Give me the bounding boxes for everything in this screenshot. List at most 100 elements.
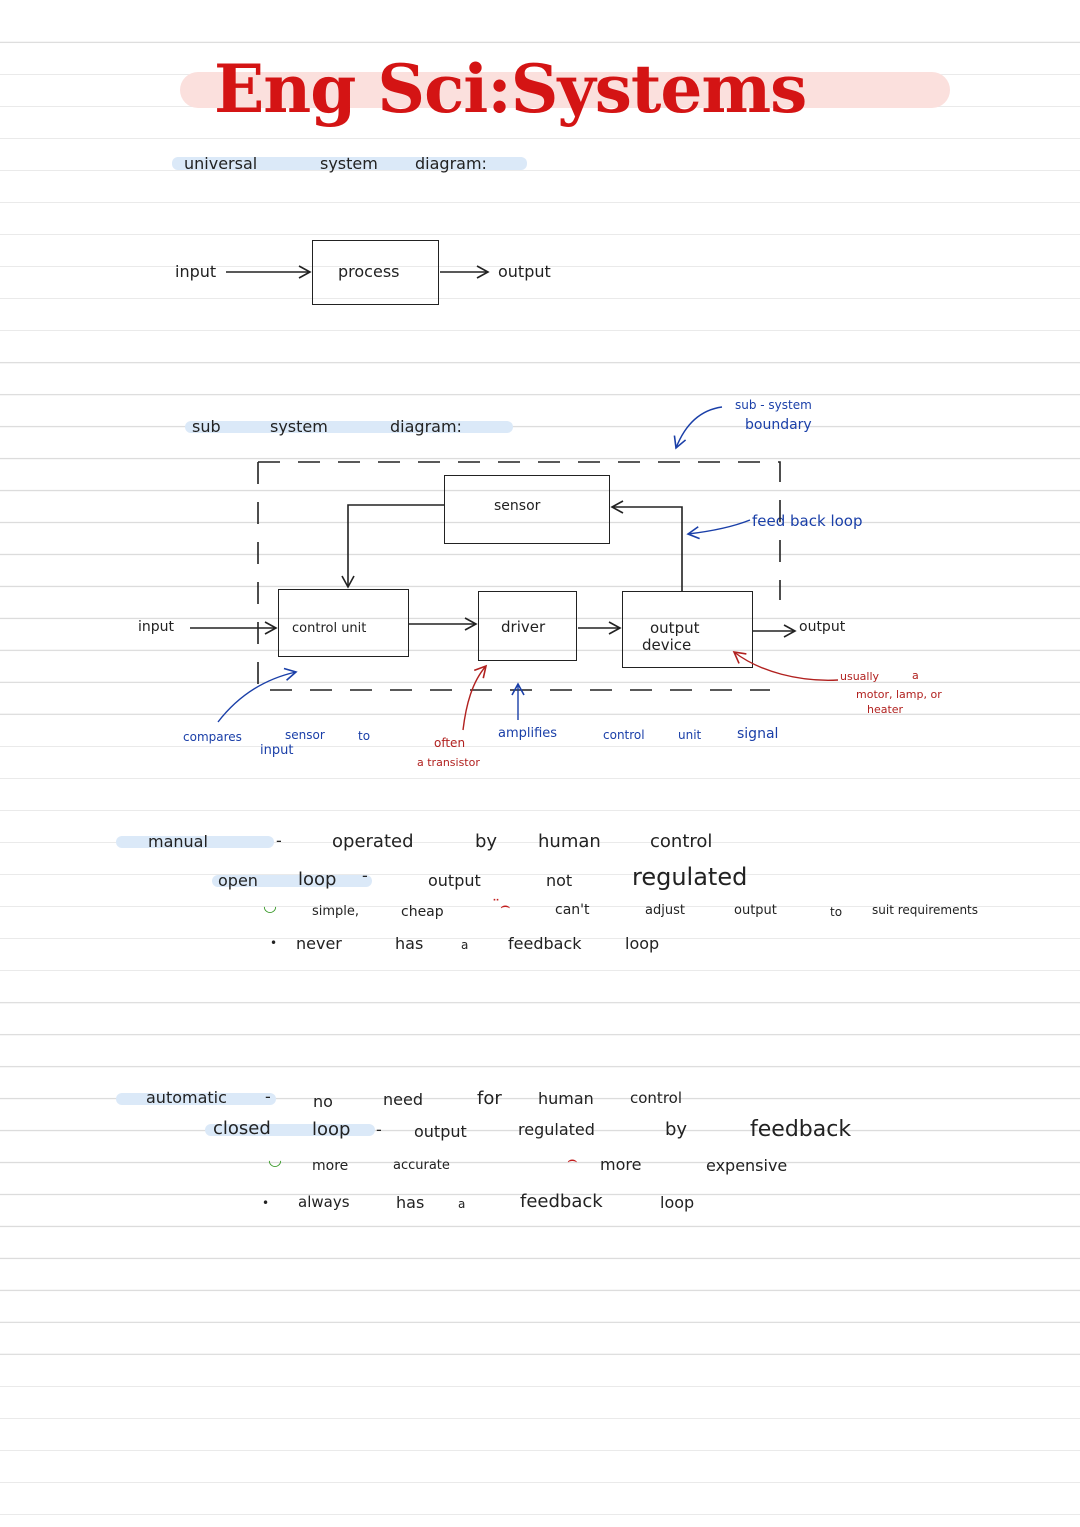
- output-device-label: output: [650, 619, 700, 637]
- universal-heading-word: diagram:: [415, 154, 487, 173]
- automatic-word: loop: [660, 1193, 695, 1212]
- manual-word: open: [218, 871, 258, 890]
- automatic-word: more: [312, 1158, 349, 1174]
- compares-note: input: [260, 743, 294, 758]
- manual-word: to: [830, 905, 843, 919]
- title-highlight: [180, 72, 950, 108]
- manual-word: simple,: [312, 904, 360, 919]
- manual-word: loop: [298, 869, 337, 890]
- manual-word: feedback: [508, 934, 582, 953]
- manual-word: can't: [555, 902, 590, 918]
- universal-heading-word: system: [320, 154, 378, 173]
- smile-icon: ◡: [263, 896, 277, 915]
- heading-highlight: [172, 157, 527, 170]
- manual-word: not: [546, 871, 573, 890]
- usually-note: a: [912, 669, 919, 682]
- automatic-word: -: [376, 1120, 382, 1139]
- automatic-word: more: [600, 1155, 642, 1174]
- often-note: often: [434, 736, 466, 750]
- automatic-word: -: [265, 1087, 271, 1106]
- manual-word: has: [395, 934, 424, 953]
- automatic-word: for: [477, 1088, 502, 1109]
- automatic-word: expensive: [706, 1156, 788, 1175]
- amplifies-note: unit: [678, 728, 702, 742]
- usually-note: usually: [840, 670, 880, 683]
- compares-note: to: [358, 729, 371, 743]
- heading-highlight: [116, 1093, 276, 1105]
- manual-word: -: [276, 831, 282, 850]
- manual-word: control: [650, 831, 713, 852]
- subsystem-output-label: output: [799, 619, 846, 635]
- automatic-word: regulated: [518, 1120, 595, 1139]
- manual-word: regulated: [632, 863, 748, 891]
- often-note: a transistor: [417, 756, 480, 769]
- heading-highlight: [212, 875, 372, 887]
- usually-note: motor, lamp, or: [856, 688, 942, 701]
- bullet-icon: •: [262, 1196, 270, 1210]
- manual-word: cheap: [401, 904, 444, 920]
- universal-output-label: output: [498, 262, 551, 281]
- automatic-word: need: [383, 1090, 423, 1109]
- amplifies-note: control: [603, 728, 645, 742]
- usually-note: heater: [867, 703, 904, 716]
- process-box: [312, 240, 439, 305]
- heading-highlight: [185, 421, 513, 433]
- heading-highlight: [116, 836, 274, 848]
- automatic-word: feedback: [520, 1191, 603, 1212]
- frown-icon: ⌢: [567, 1150, 578, 1169]
- universal-heading-word: universal: [184, 154, 258, 173]
- manual-word: manual: [148, 832, 208, 851]
- compares-note: sensor: [285, 728, 325, 742]
- manual-word: loop: [625, 934, 660, 953]
- compares-note: compares: [183, 730, 242, 744]
- output-device-label: device: [642, 636, 692, 654]
- automatic-word: accurate: [393, 1158, 450, 1173]
- automatic-word: feedback: [750, 1117, 852, 1142]
- subsystem-heading-word: diagram:: [390, 417, 462, 436]
- universal-input-label: input: [175, 262, 217, 281]
- bullet-icon: •: [270, 936, 278, 950]
- automatic-word: output: [414, 1122, 467, 1141]
- manual-word: operated: [332, 831, 414, 852]
- boundary-label: sub - system: [735, 398, 812, 412]
- manual-word: output: [734, 903, 777, 918]
- manual-word: output: [428, 871, 481, 890]
- automatic-word: no: [313, 1092, 333, 1111]
- subsystem-heading-word: sub: [192, 417, 221, 436]
- amplifies-note: amplifies: [498, 726, 558, 741]
- driver-label: driver: [501, 618, 546, 636]
- sensor-block: [444, 475, 610, 544]
- automatic-word: has: [396, 1193, 425, 1212]
- automatic-word: a: [458, 1197, 466, 1211]
- control-unit-block: [278, 589, 409, 657]
- manual-word: human: [538, 831, 601, 852]
- automatic-word: closed: [213, 1118, 271, 1139]
- automatic-word: always: [298, 1193, 350, 1211]
- manual-word: suit requirements: [872, 903, 979, 917]
- manual-word: adjust: [645, 903, 685, 918]
- amplifies-note: signal: [737, 726, 779, 742]
- automatic-word: control: [630, 1089, 682, 1107]
- boundary-label: boundary: [745, 417, 812, 433]
- control-unit-label: control unit: [292, 621, 367, 636]
- subsystem-input-label: input: [138, 619, 175, 635]
- output-device-block: [622, 591, 753, 668]
- smile-icon: ◡: [268, 1150, 282, 1169]
- driver-block: [478, 591, 577, 661]
- manual-word: a: [461, 938, 469, 952]
- frown-icon: ̈⌢: [500, 896, 511, 915]
- automatic-word: human: [538, 1089, 594, 1108]
- manual-word: never: [296, 934, 342, 953]
- process-label: process: [338, 262, 400, 281]
- heading-highlight: [205, 1124, 375, 1136]
- automatic-word: loop: [312, 1119, 351, 1140]
- automatic-word: by: [665, 1119, 688, 1140]
- page-title: Eng Sci:Systems: [214, 50, 807, 128]
- subsystem-heading-word: system: [270, 417, 328, 436]
- automatic-word: automatic: [146, 1088, 227, 1107]
- sensor-label: sensor: [494, 498, 541, 514]
- manual-word: -: [362, 866, 368, 885]
- manual-word: by: [475, 831, 498, 852]
